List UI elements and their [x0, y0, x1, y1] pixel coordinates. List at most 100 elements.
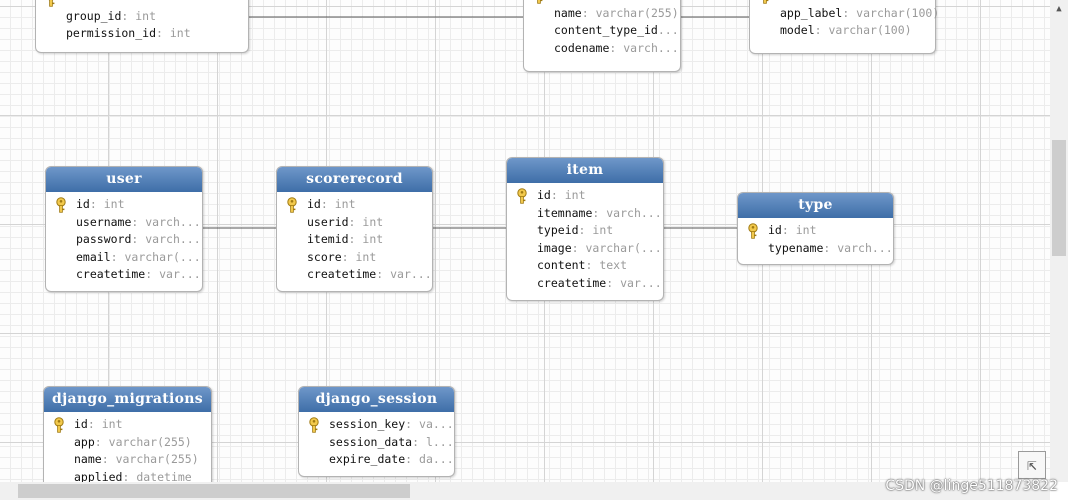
scroll-up-arrow-icon[interactable]: ▲	[1056, 4, 1062, 14]
table-field: createtime: var...	[307, 267, 432, 282]
table-field: id: int	[44, 416, 211, 434]
table-field: createtime: var...	[76, 267, 201, 282]
field-name: group_id	[66, 8, 122, 23]
field-name: typeid	[537, 223, 579, 238]
field-type: text	[599, 258, 628, 273]
key-icon	[763, 0, 769, 4]
horizontal-scroll-thumb[interactable]	[18, 484, 410, 498]
table-permission[interactable]: name: varchar(255) content_type_id... co…	[523, 0, 681, 72]
table-field: password: varch...	[76, 232, 201, 247]
field-type: int	[362, 214, 384, 229]
table-field: group_id: int	[66, 8, 157, 23]
table-field: group_id	[36, 0, 248, 8]
table-field: applied: datetime	[74, 469, 192, 482]
field-type: varch...	[837, 240, 893, 255]
table-field: id: int	[738, 222, 893, 240]
vertical-scroll-thumb[interactable]	[1052, 140, 1066, 256]
field-type: varchar(...	[124, 249, 201, 264]
field-name: createtime	[537, 275, 607, 290]
table-title: user	[46, 167, 202, 192]
table-field: typeid: int	[537, 223, 614, 238]
field-name: id	[768, 223, 782, 237]
table-group-permissions[interactable]: group_id group_id: int permission_id: in…	[35, 0, 249, 53]
field-name: codename	[554, 40, 610, 55]
field-type: int	[592, 223, 614, 238]
field-name: id	[307, 197, 321, 211]
table-scorerecord[interactable]: scorerecord id: int userid: int itemid: …	[276, 166, 433, 292]
field-name: name	[554, 5, 582, 20]
field-type: varchar(100)	[828, 23, 912, 38]
table-field: permission_id: int	[66, 26, 191, 41]
table-field: codename: varch...	[554, 40, 679, 55]
table-field: session_key: va...	[299, 416, 454, 434]
table-django-session[interactable]: django_session session_key: va... sessio…	[298, 386, 455, 477]
key-icon	[56, 197, 66, 213]
table-user[interactable]: user id: int username: varch... password…	[45, 166, 203, 292]
field-type: varch...	[145, 214, 201, 229]
field-name: app	[74, 434, 95, 449]
table-title: type	[738, 193, 893, 218]
field-name: id	[76, 197, 90, 211]
key-icon	[537, 0, 543, 4]
key-icon	[48, 0, 55, 7]
field-type: int	[169, 26, 191, 41]
field-type: int	[362, 232, 384, 247]
field-name: applied	[74, 469, 123, 482]
table-field: username: varch...	[76, 214, 201, 229]
field-name: score	[307, 249, 342, 264]
table-item[interactable]: item id: int itemname: varch... typeid: …	[506, 157, 664, 301]
field-name: email	[76, 249, 111, 264]
table-field: content: text	[537, 258, 628, 273]
key-icon	[287, 197, 297, 213]
table-title: django_session	[299, 387, 454, 412]
field-type: var...	[390, 267, 432, 282]
field-type: l...	[425, 434, 454, 449]
table-title: scorerecord	[277, 167, 432, 192]
field-name: content_type_id	[554, 23, 658, 38]
table-field: model: varchar(100)	[780, 23, 912, 38]
field-type: da...	[419, 452, 454, 467]
field-name: name	[74, 452, 102, 467]
table-field: itemname: varch...	[537, 205, 662, 220]
diagram-canvas[interactable]: group_id group_id: int permission_id: in…	[0, 0, 1050, 482]
relationship-lines	[202, 16, 750, 229]
table-field: id: int	[507, 187, 663, 205]
table-field	[750, 0, 935, 5]
field-name: session_key	[329, 417, 406, 431]
watermark: CSDN @linge511873822	[885, 478, 1058, 494]
table-type[interactable]: type id: int typename: varch...	[737, 192, 894, 266]
table-field: email: varchar(...	[76, 249, 201, 264]
field-name: typename	[768, 240, 824, 255]
field-name: userid	[307, 214, 349, 229]
table-field: name: varchar(255)	[74, 452, 199, 467]
field-type: var...	[620, 275, 662, 290]
table-django-migrations[interactable]: django_migrations id: int app: varchar(2…	[43, 386, 212, 482]
table-field: score: int	[307, 249, 377, 264]
field-name: id	[74, 417, 88, 431]
field-name: createtime	[76, 267, 146, 282]
table-field: userid: int	[307, 214, 384, 229]
field-type: datetime	[136, 469, 192, 482]
field-name: content	[537, 258, 586, 273]
field-name: createtime	[307, 267, 377, 282]
table-field: app: varchar(255)	[74, 434, 192, 449]
field-name: expire_date	[329, 452, 406, 467]
table-content-type[interactable]: app_label: varchar(100) model: varchar(1…	[749, 0, 939, 54]
field-type: va...	[419, 417, 454, 431]
table-field	[524, 0, 680, 5]
field-name: id	[537, 188, 551, 202]
field-type: int	[135, 8, 157, 23]
field-name: model	[780, 23, 815, 38]
table-field: session_data: l...	[329, 434, 454, 449]
field-type: int	[564, 188, 586, 202]
field-name: permission_id	[66, 26, 157, 41]
field-type: varchar(...	[585, 240, 662, 255]
table-field: id: int	[277, 196, 432, 214]
key-icon	[748, 223, 758, 239]
overview-navigator-icon[interactable]: ⇱	[1018, 451, 1046, 479]
field-type: int	[795, 223, 817, 237]
field-type: varch...	[606, 205, 662, 220]
table-title: django_migrations	[44, 387, 211, 412]
field-type: int	[355, 249, 377, 264]
field-type: int	[334, 197, 356, 211]
